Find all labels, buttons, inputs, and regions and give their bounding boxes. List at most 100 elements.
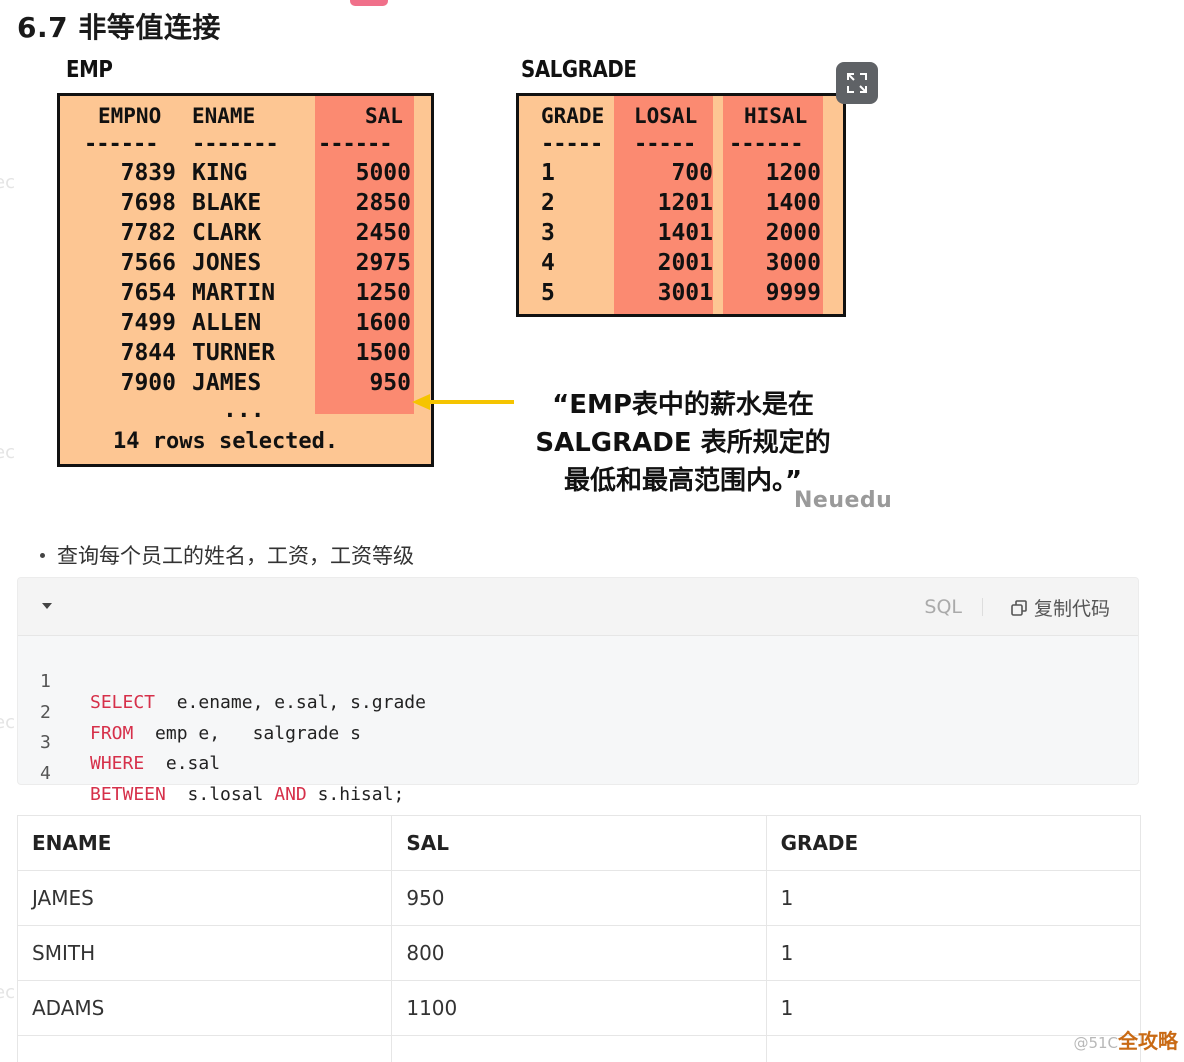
salgrade-cell-losal: 1201 (657, 190, 713, 216)
figure-caption: “EMP表中的薪水是在 SALGRADE 表所规定的 最低和最高范围内。” (528, 386, 838, 500)
footer-prefix: @51C (1073, 1034, 1118, 1052)
emp-table: EMPNO ENAME SAL ------ ------- ------ 78… (57, 93, 434, 467)
emp-cell-ename: CLARK (192, 220, 262, 246)
emp-cell-empno: 7698 (120, 190, 176, 216)
code-body[interactable]: 1 SELECT e.ename, e.sal, s.grade 2 FROM … (18, 650, 1138, 805)
emp-header-ename: ENAME (192, 104, 256, 128)
salgrade-cell-losal: 700 (671, 160, 713, 186)
salgrade-cell-grade: 3 (541, 220, 555, 246)
emp-cell-sal: 950 (369, 370, 411, 396)
caption-line: “EMP表中的薪水是在 (552, 390, 814, 420)
code-line: 4 BETWEEN s.losal AND s.hisal; (18, 742, 1138, 805)
emp-cell-ename: TURNER (192, 340, 276, 366)
bullet-dot-icon (40, 553, 45, 558)
table-cell (16, 1035, 393, 1062)
salgrade-dash: ------ (729, 132, 803, 157)
emp-cell-sal: 1600 (355, 310, 411, 336)
emp-ellipsis: ... (223, 397, 265, 423)
section-title: 6.7 非等值连接 (17, 11, 221, 44)
code-line: 2 FROM emp e, salgrade s (18, 681, 1138, 744)
code-block-header: SQL 复制代码 (18, 578, 1138, 636)
line-number: 1 (40, 671, 51, 692)
watermark: ec (0, 442, 15, 463)
salgrade-cell-losal: 1401 (657, 220, 713, 246)
brand-watermark: Neuedu (794, 488, 893, 513)
code-block: SQL 复制代码 1 SELECT e.ename, e.sal, s.grad… (17, 577, 1139, 805)
table-cell: JAMES (16, 870, 393, 926)
emp-cell-ename: BLAKE (192, 190, 262, 216)
column-header: SAL (391, 815, 767, 871)
salgrade-cell-hisal: 9999 (765, 280, 821, 306)
emp-dash: ------ (318, 132, 392, 157)
bullet-text: 查询每个员工的姓名，工资，工资等级 (57, 544, 414, 568)
emp-cell-sal: 2975 (355, 250, 411, 276)
salgrade-cell-grade: 4 (541, 250, 555, 276)
footer-brand: 全攻略 (1118, 1029, 1178, 1053)
expand-image-button[interactable] (836, 62, 878, 104)
sal-highlight (315, 96, 414, 414)
salgrade-cell-hisal: 3000 (765, 250, 821, 276)
emp-cell-empno: 7839 (120, 160, 176, 186)
collapse-caret-icon[interactable] (41, 600, 53, 612)
salgrade-header-hisal: HISAL (744, 104, 808, 128)
table-header-row: ENAME SAL GRADE (16, 815, 1142, 871)
emp-cell-ename: JAMES (192, 370, 262, 396)
emp-cell-ename: ALLEN (192, 310, 262, 336)
code-line: 1 SELECT e.ename, e.sal, s.grade (18, 650, 1138, 713)
salgrade-cell-hisal: 1200 (765, 160, 821, 186)
code-text: e.sal (144, 753, 221, 774)
code-line: 3 WHERE e.sal (18, 711, 1138, 774)
salgrade-cell-losal: 3001 (657, 280, 713, 306)
salgrade-cell-grade: 2 (541, 190, 555, 216)
salgrade-dash: ----- (541, 132, 603, 157)
sql-keyword: FROM (90, 722, 134, 744)
code-text: e.ename, e.sal, s.grade (155, 692, 426, 713)
hisal-highlight (723, 96, 823, 314)
emp-cell-sal: 1500 (355, 340, 411, 366)
sql-keyword: BETWEEN (90, 783, 166, 805)
emp-header-empno: EMPNO (98, 104, 162, 128)
sql-keyword: WHERE (90, 753, 145, 774)
emp-cell-empno: 7900 (120, 370, 176, 396)
table-cell: 950 (391, 870, 767, 926)
salgrade-table-title: SALGRADE (521, 57, 637, 83)
emp-cell-empno: 7499 (120, 310, 176, 336)
sql-keyword: SELECT (90, 692, 156, 713)
code-language-label: SQL (924, 596, 962, 618)
expand-icon (847, 73, 867, 93)
table-row (16, 1035, 1142, 1062)
copy-code-button[interactable]: 复制代码 (1010, 594, 1110, 621)
emp-cell-empno: 7782 (120, 220, 176, 246)
table-cell: 1 (765, 925, 1142, 981)
emp-cell-empno: 7566 (120, 250, 176, 276)
watermark: ec (0, 982, 15, 1003)
bullet-item: 查询每个员工的姓名，工资，工资等级 (40, 540, 414, 570)
salgrade-cell-hisal: 1400 (765, 190, 821, 216)
yellow-arrow-icon (412, 394, 514, 410)
code-text: s.losal (165, 783, 275, 805)
top-badge (350, 0, 388, 6)
salgrade-cell-hisal: 2000 (765, 220, 821, 246)
table-cell: ADAMS (16, 980, 393, 1036)
salgrade-cell-grade: 1 (541, 160, 555, 186)
column-header: ENAME (16, 815, 393, 871)
emp-cell-sal: 2450 (355, 220, 411, 246)
emp-table-title: EMP (66, 57, 113, 83)
watermark: ec (0, 712, 15, 733)
salgrade-cell-grade: 5 (541, 280, 555, 306)
sql-keyword: AND (274, 783, 307, 805)
emp-cell-sal: 2850 (355, 190, 411, 216)
code-text: emp e, salgrade s (133, 722, 361, 744)
salgrade-dash: ----- (634, 132, 696, 157)
code-text: s.hisal; (306, 783, 405, 805)
table-cell (765, 1035, 1142, 1062)
emp-footer: 14 rows selected. (113, 429, 339, 454)
copy-icon (1011, 599, 1027, 616)
caption-line: 最低和最高范围内。” (563, 466, 803, 496)
footer-watermark: @51C全攻略 (1073, 1025, 1178, 1054)
